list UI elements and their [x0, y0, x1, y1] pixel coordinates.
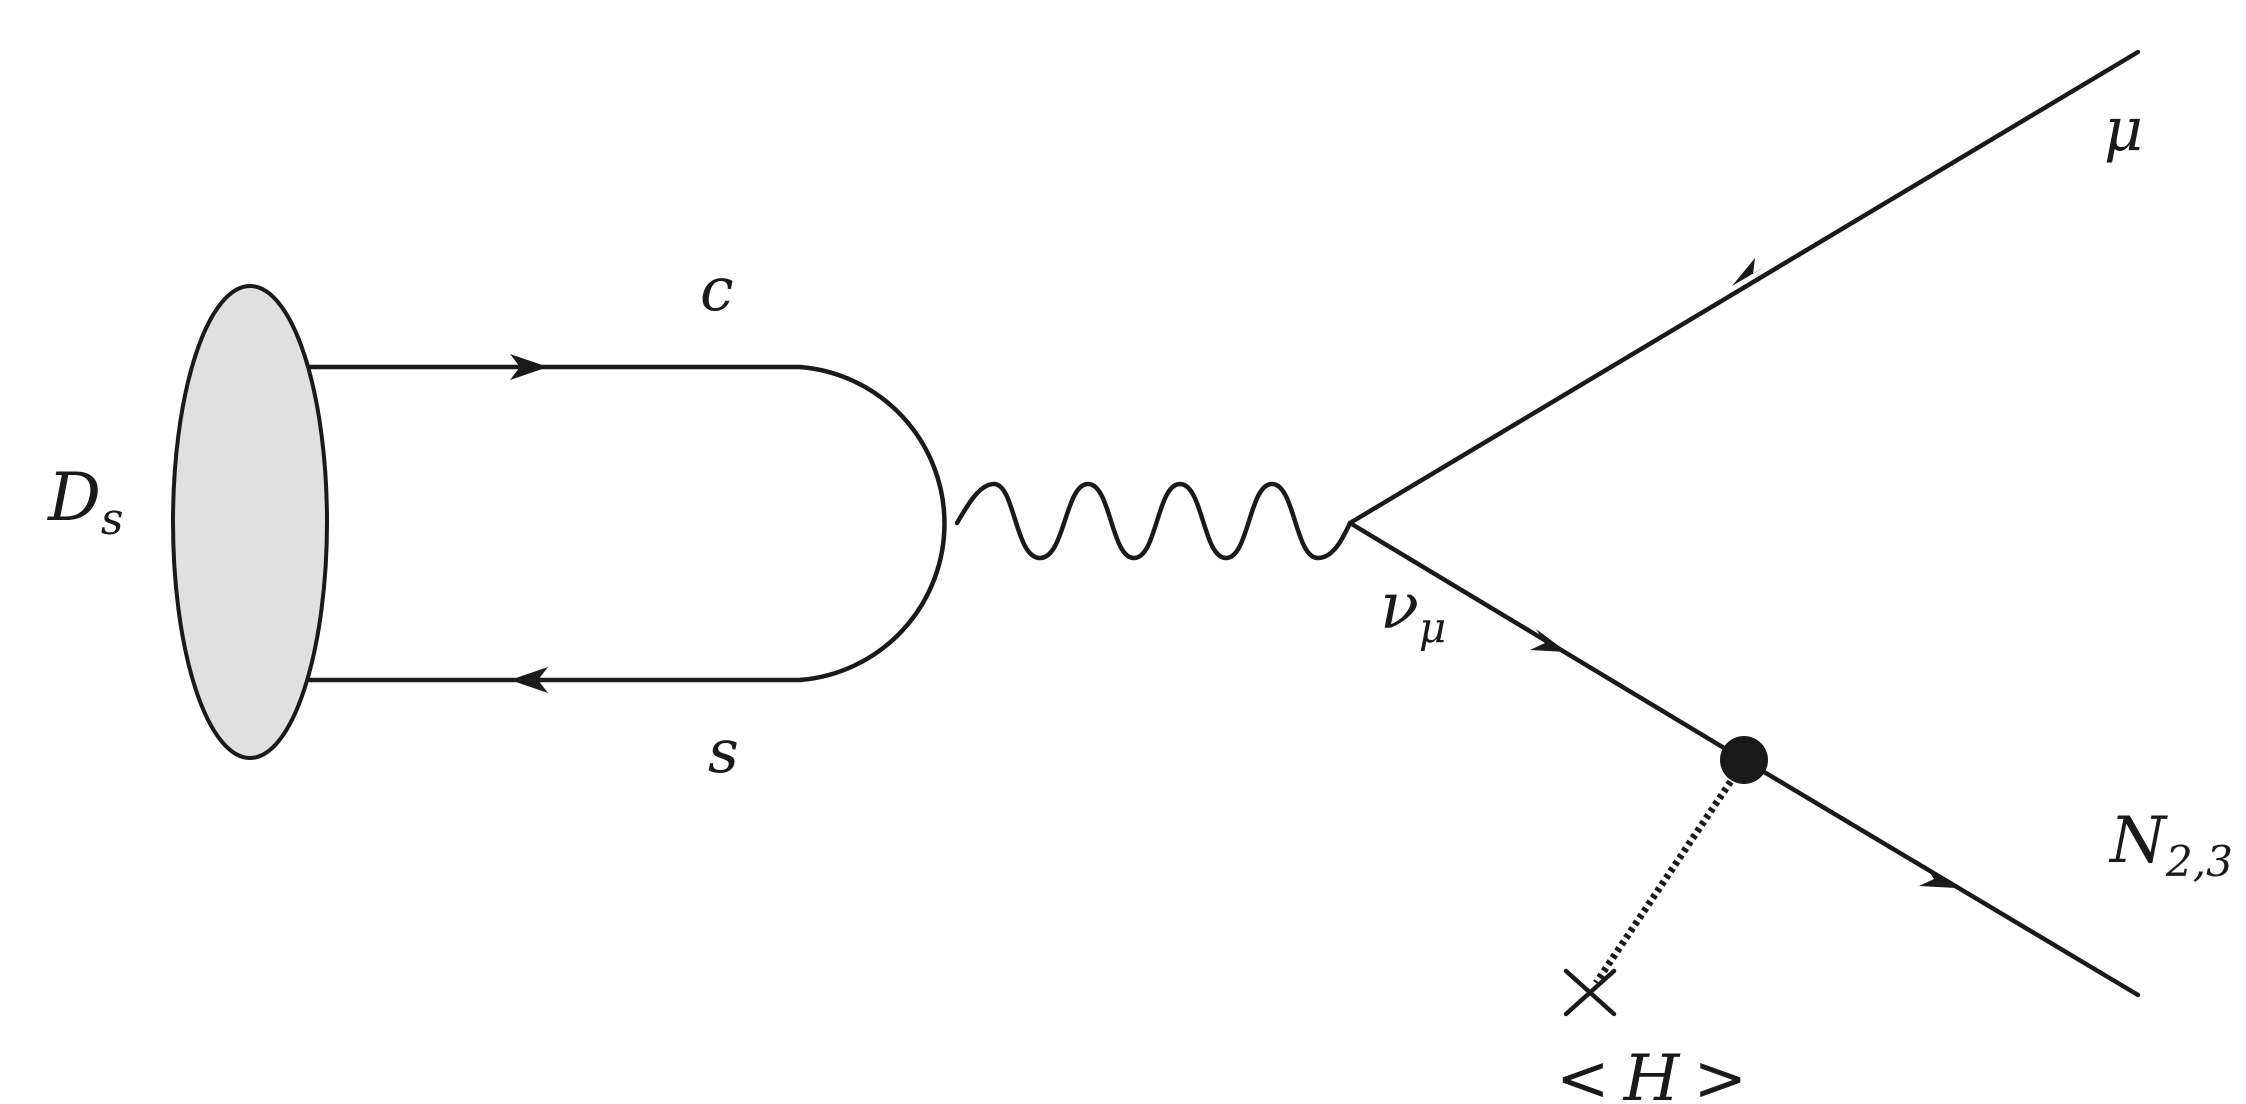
- strange-arrow-icon: [510, 667, 548, 693]
- neutrino-label: νμ: [1380, 570, 1446, 652]
- vev-cross-icon: [1563, 968, 1617, 1017]
- mixing-vertex: [1720, 736, 1768, 784]
- muon-label: μ: [2104, 95, 2143, 165]
- heavy-neutrino-label: N2,3: [2108, 804, 2233, 886]
- higgs-vev-label: <H>: [1556, 1042, 1747, 1104]
- charm-quark-label: c: [700, 255, 734, 325]
- meson-blob: [171, 284, 329, 760]
- quark-annihilation-arc: [797, 364, 947, 683]
- higgs-vev-line: [1593, 773, 1738, 985]
- neutrino-arrow-icon: [1530, 629, 1567, 652]
- muon-line: [1347, 49, 2141, 526]
- meson-label: Ds: [47, 459, 124, 545]
- charm-arrow-icon: [510, 354, 548, 380]
- heavy-neutrino-arrow-icon: [1919, 865, 1956, 888]
- strange-quark-label: s: [708, 717, 739, 787]
- w-boson-line: [954, 481, 1353, 561]
- muon-arrow-icon: [1732, 258, 1766, 286]
